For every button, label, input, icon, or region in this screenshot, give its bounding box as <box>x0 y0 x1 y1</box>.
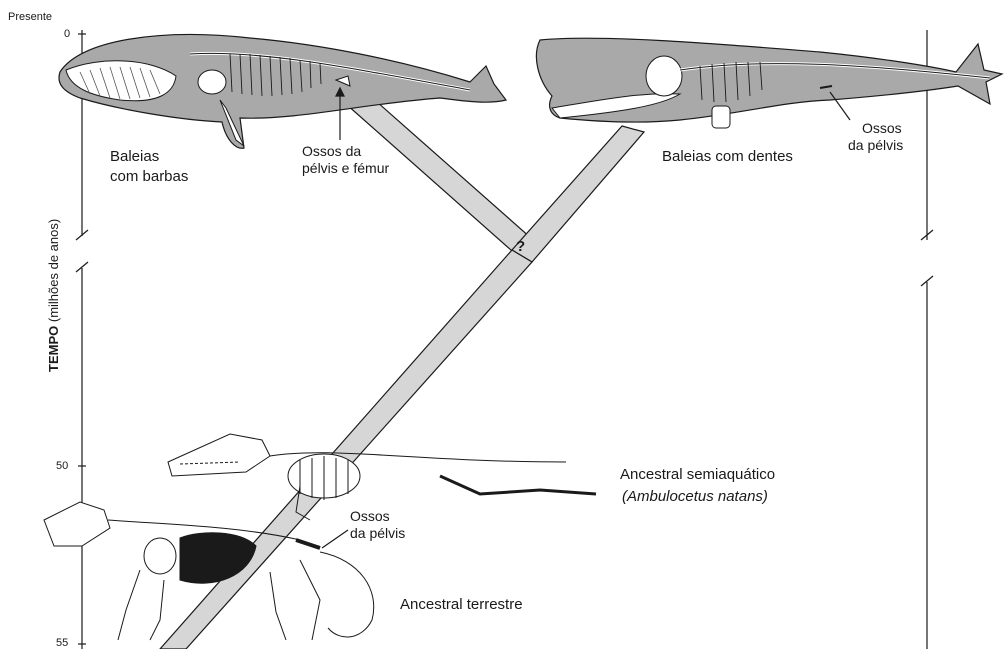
tick-50: 50 <box>56 460 68 473</box>
baleen-whales-label-line1: Baleias <box>110 148 159 166</box>
present-label: Presente <box>8 11 52 24</box>
toothed-pelvis-label-line2: da pélvis <box>848 137 903 154</box>
axis-title-unit: (milhões de anos) <box>46 219 61 322</box>
toothed-pelvis-label-line1: Ossos <box>862 120 902 137</box>
terrestrial-label: Ancestral terrestre <box>400 596 523 614</box>
semiaquatic-label-line1: Ancestral semiaquático <box>620 466 775 484</box>
baleen-whales-label-line2: com barbas <box>110 168 188 186</box>
baleen-whale <box>59 35 506 149</box>
tick-55: 55 <box>56 637 68 649</box>
branch-to-toothed <box>512 126 644 262</box>
axis-title: TEMPO (milhões de anos) <box>46 219 61 372</box>
terrestrial-pelvis-label-line2: da pélvis <box>350 525 405 542</box>
toothed-whale <box>536 38 1002 128</box>
unknown-divergence-mark: ? <box>516 238 525 256</box>
terrestrial-pelvis-label-line1: Ossos <box>350 508 390 525</box>
semiaquatic-label-line2: (Ambulocetus natans) <box>622 488 768 506</box>
axis-title-main: TEMPO <box>46 326 61 372</box>
baleen-pelvis-label-line2: pélvis e fémur <box>302 160 389 177</box>
tick-0: 0 <box>64 28 70 41</box>
baleen-pelvis-label-line1: Ossos da <box>302 143 361 160</box>
toothed-whales-label: Baleias com dentes <box>662 148 793 166</box>
